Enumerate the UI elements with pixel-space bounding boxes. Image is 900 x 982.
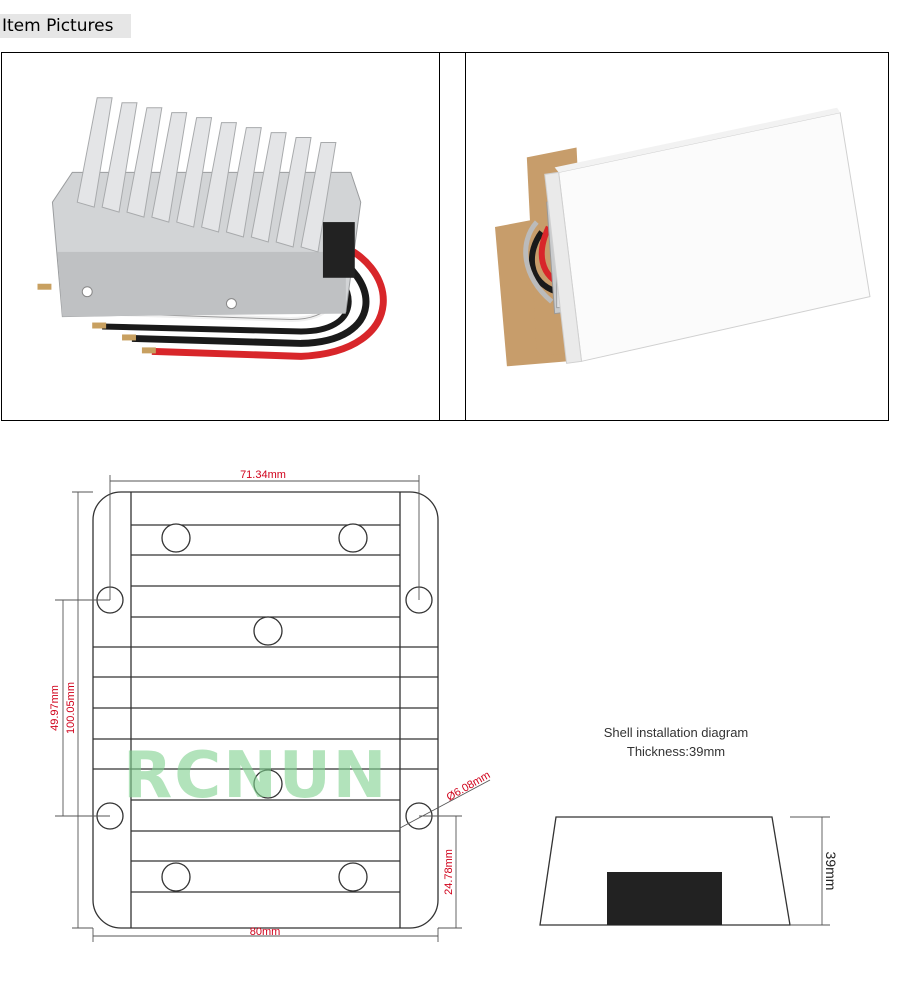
photo-table: [1, 52, 889, 421]
side-view-height-label: 39mm: [823, 852, 839, 891]
dimension-lines: [55, 475, 491, 942]
converter-box-photo: [494, 107, 871, 367]
side-view-connector: [607, 872, 722, 925]
width-inner-label: 71.34mm: [240, 469, 286, 481]
brand-watermark: RCNUN: [123, 739, 388, 813]
width-total-label: 80mm: [250, 926, 281, 938]
side-view-dimension-lines: [790, 816, 830, 926]
hole-diameter-label: Ø6.08mm: [445, 769, 493, 804]
converter-module-photo: [37, 97, 387, 360]
height-inner-label: 49.97mm: [49, 685, 61, 731]
side-view-title: Shell installation diagram: [604, 725, 749, 740]
section-title: Item Pictures: [0, 14, 131, 38]
photo-cell-module: [2, 53, 440, 420]
photo-cell-spacer: [440, 53, 466, 420]
hole-offset-label: 24.78mm: [443, 849, 455, 895]
height-total-label: 100.05mm: [65, 682, 77, 734]
top-view-outline: [92, 491, 439, 929]
side-view-thickness: Thickness:39mm: [627, 744, 725, 759]
dimension-diagram: 71.34mm 80mm 49.97mm 100.05mm 24.78mm Ø6…: [0, 455, 900, 978]
photo-cell-box: [466, 53, 888, 420]
dimension-drawing: 71.34mm 80mm 49.97mm 100.05mm 24.78mm Ø6…: [49, 469, 839, 942]
